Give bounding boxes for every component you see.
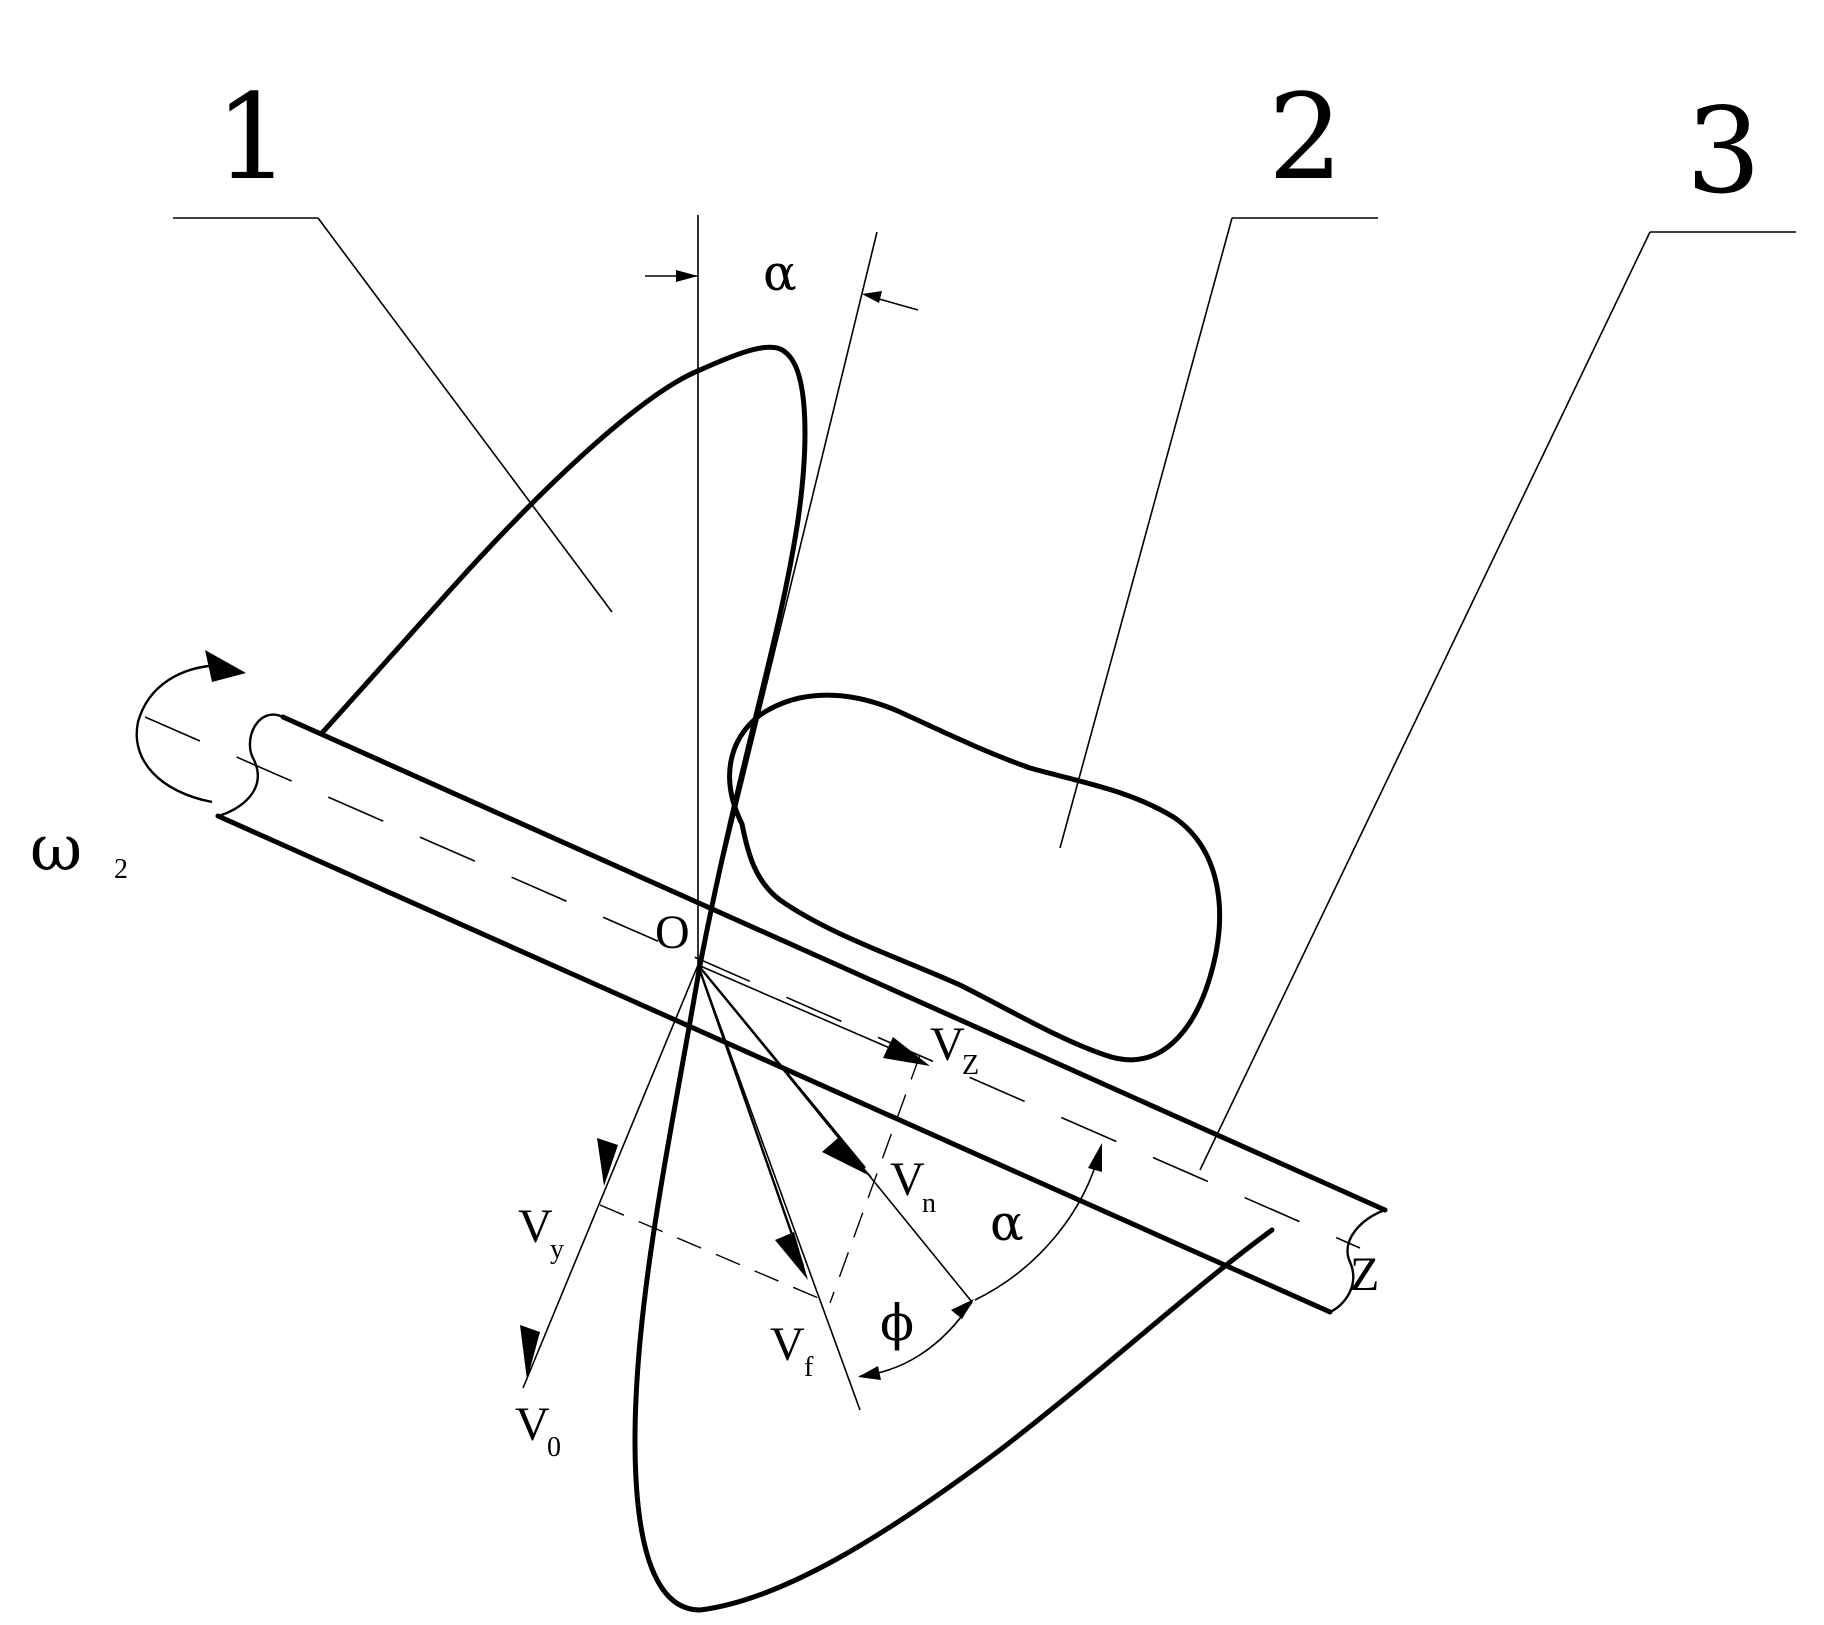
shaft-upper-edge [280, 714, 1388, 1213]
rotation-arc [135, 663, 223, 804]
shaft-lower-edge [215, 813, 1333, 1315]
shaft-left-break [217, 713, 284, 818]
vz-label: V [930, 1018, 965, 1071]
rotation-arrowhead [205, 650, 246, 682]
vector-vf [696, 964, 861, 1411]
vf-subscript: f [804, 1352, 814, 1383]
shaft [144, 713, 1388, 1315]
alpha-top-label: α [763, 244, 797, 302]
vn-subscript: n [922, 1188, 936, 1219]
phi-label: ϕ [880, 1294, 914, 1352]
axis-z-label: Z [1350, 1248, 1379, 1301]
callout-3-leader [1199, 231, 1796, 1171]
v0-label: V [515, 1398, 550, 1451]
callout-number-1: 1 [215, 68, 290, 206]
vz-subscript: Z [962, 1050, 979, 1081]
alpha-bottom-label: α [990, 1194, 1024, 1252]
callout-2-leader [1059, 217, 1378, 849]
construction-lines [599, 1054, 921, 1304]
vector-vn [697, 964, 973, 1303]
material-lump-outline [727, 692, 1223, 1063]
vector-vy [520, 964, 699, 1389]
vy-label: V [518, 1200, 553, 1253]
omega-label: ω [30, 812, 82, 886]
blade-outline [319, 344, 1275, 1613]
vector-vz [697, 964, 930, 1066]
phi-angle-arc [858, 1299, 974, 1380]
rotation-arrow [135, 650, 246, 804]
omega-subscript: 2 [114, 854, 128, 885]
callout-number-3: 3 [1686, 82, 1761, 220]
origin-label: O [655, 906, 690, 959]
callout-number-2: 2 [1268, 68, 1343, 206]
shaft-centerline [144, 716, 1361, 1249]
vf-label: V [770, 1318, 805, 1371]
alpha-bottom-angle-arc [974, 1143, 1102, 1301]
v0-subscript: 0 [547, 1432, 561, 1463]
vn-label: V [890, 1153, 925, 1206]
shaft-right-break [1329, 1208, 1386, 1314]
vy-subscript: y [550, 1234, 564, 1265]
alpha-dimension-arrows [645, 270, 919, 311]
callout-1-leader [173, 217, 613, 613]
